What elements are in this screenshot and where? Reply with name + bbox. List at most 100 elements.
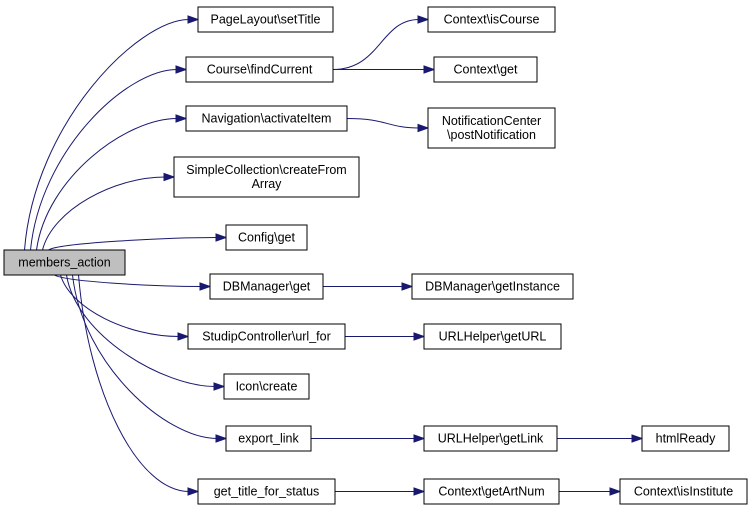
node-box	[197, 478, 336, 505]
arrow-head-icon	[175, 114, 188, 123]
node-label: \postNotification	[447, 128, 536, 142]
node-notificationcenter-postnotification[interactable]: NotificationCenter\postNotification	[427, 107, 556, 149]
edge-line	[346, 118, 420, 129]
arrow-head-icon	[177, 332, 190, 341]
edge-line	[24, 19, 190, 251]
node-box	[225, 425, 312, 452]
node-studipcontroller-url-for[interactable]: StudipController\url_for	[187, 323, 346, 350]
node-label: Array	[252, 177, 283, 191]
node-label: URLHelper\getURL	[439, 330, 547, 344]
edge-members-action-to-course-findcurrent	[30, 65, 188, 251]
node-box	[411, 273, 574, 300]
node-box	[173, 156, 360, 198]
node-label: Context\isCourse	[444, 13, 540, 27]
node-urlhelper-geturl[interactable]: URLHelper\getURL	[423, 323, 562, 350]
node-box	[3, 249, 126, 276]
node-box	[185, 56, 334, 83]
edge-members-action-to-studipcontroller-url-for	[60, 274, 190, 341]
node-label: DBManager\get	[223, 280, 311, 294]
edge-line	[66, 274, 216, 387]
edge-urlhelper-getlink-to-htmlready	[556, 434, 644, 443]
node-box	[423, 425, 558, 452]
node-box	[423, 323, 562, 350]
arrow-head-icon	[417, 15, 430, 24]
node-course-findcurrent[interactable]: Course\findCurrent	[185, 56, 334, 83]
node-label: Config\get	[238, 231, 296, 245]
node-label: URLHelper\getLink	[438, 432, 544, 446]
edge-navigation-activateitem-to-notificationcenter-postnotification	[346, 118, 430, 133]
arrow-head-icon	[215, 233, 228, 242]
node-box	[223, 373, 310, 400]
node-label: DBManager\getInstance	[425, 280, 560, 294]
edge-line	[48, 237, 218, 251]
edge-members-action-to-icon-create	[66, 274, 226, 391]
node-htmlready[interactable]: htmlReady	[641, 425, 730, 452]
edge-members-action-to-export-link	[72, 274, 228, 443]
node-box	[197, 6, 334, 33]
edge-members-action-to-simplecollection-createfromarray	[42, 172, 176, 251]
node-export-link[interactable]: export_link	[225, 425, 312, 452]
node-box	[187, 323, 346, 350]
edge-line	[42, 176, 166, 251]
node-pagelayout-settitle[interactable]: PageLayout\setTitle	[197, 6, 334, 33]
edge-line	[54, 274, 202, 287]
arrow-head-icon	[199, 282, 212, 291]
edge-line	[36, 118, 178, 251]
node-label: get_title_for_status	[214, 485, 320, 499]
node-label: export_link	[238, 432, 299, 446]
node-config-get[interactable]: Config\get	[225, 224, 308, 251]
node-label: htmlReady	[656, 432, 716, 446]
node-label: NotificationCenter	[442, 114, 541, 128]
edge-line	[78, 274, 190, 492]
edge-context-getartnum-to-context-isinstitute	[559, 487, 622, 496]
node-label: SimpleCollection\createFrom	[186, 163, 346, 177]
arrow-head-icon	[187, 15, 200, 24]
edge-course-findcurrent-to-context-get	[333, 65, 436, 74]
edges-layer	[24, 15, 644, 496]
node-context-getartnum[interactable]: Context\getArtNum	[423, 478, 560, 505]
node-context-isinstitute[interactable]: Context\isInstitute	[619, 478, 748, 505]
arrow-head-icon	[413, 487, 426, 496]
edge-line	[30, 69, 178, 251]
edge-members-action-to-config-get	[48, 233, 228, 251]
node-label: Icon\create	[236, 380, 298, 394]
edge-export-link-to-urlhelper-getlink	[310, 434, 426, 443]
arrow-head-icon	[417, 123, 430, 133]
arrow-head-icon	[413, 434, 426, 443]
node-label: members_action	[18, 256, 110, 270]
edge-studipcontroller-url-for-to-urlhelper-geturl	[345, 332, 426, 341]
arrow-head-icon	[175, 65, 188, 74]
node-label: StudipController\url_for	[202, 330, 331, 344]
node-box	[619, 478, 748, 505]
node-box	[427, 107, 556, 149]
arrow-head-icon	[215, 434, 228, 443]
arrow-head-icon	[631, 434, 644, 443]
node-label: Context\get	[454, 63, 518, 77]
node-label: Course\findCurrent	[207, 63, 313, 77]
edge-line	[60, 274, 180, 337]
edge-get-title-for-status-to-context-getartnum	[335, 487, 426, 496]
node-urlhelper-getlink[interactable]: URLHelper\getLink	[423, 425, 558, 452]
node-label: PageLayout\setTitle	[210, 13, 320, 27]
arrow-head-icon	[163, 172, 176, 182]
node-navigation-activateitem[interactable]: Navigation\activateItem	[185, 105, 348, 132]
arrow-head-icon	[609, 487, 622, 496]
node-dbmanager-getinstance[interactable]: DBManager\getInstance	[411, 273, 574, 300]
edge-members-action-to-pagelayout-settitle	[24, 15, 200, 251]
arrow-head-icon	[401, 282, 414, 291]
node-get-title-for-status[interactable]: get_title_for_status	[197, 478, 336, 505]
node-members-action[interactable]: members_action	[3, 249, 126, 276]
edge-members-action-to-get-title-for-status	[78, 274, 200, 496]
node-context-iscourse[interactable]: Context\isCourse	[427, 6, 556, 33]
edge-course-findcurrent-to-context-iscourse	[332, 15, 430, 70]
node-box	[185, 105, 348, 132]
node-icon-create[interactable]: Icon\create	[223, 373, 310, 400]
node-dbmanager-get[interactable]: DBManager\get	[209, 273, 324, 300]
arrow-head-icon	[213, 382, 226, 391]
edge-line	[332, 19, 420, 70]
node-box	[641, 425, 730, 452]
node-context-get[interactable]: Context\get	[433, 56, 538, 83]
node-box	[433, 56, 538, 83]
